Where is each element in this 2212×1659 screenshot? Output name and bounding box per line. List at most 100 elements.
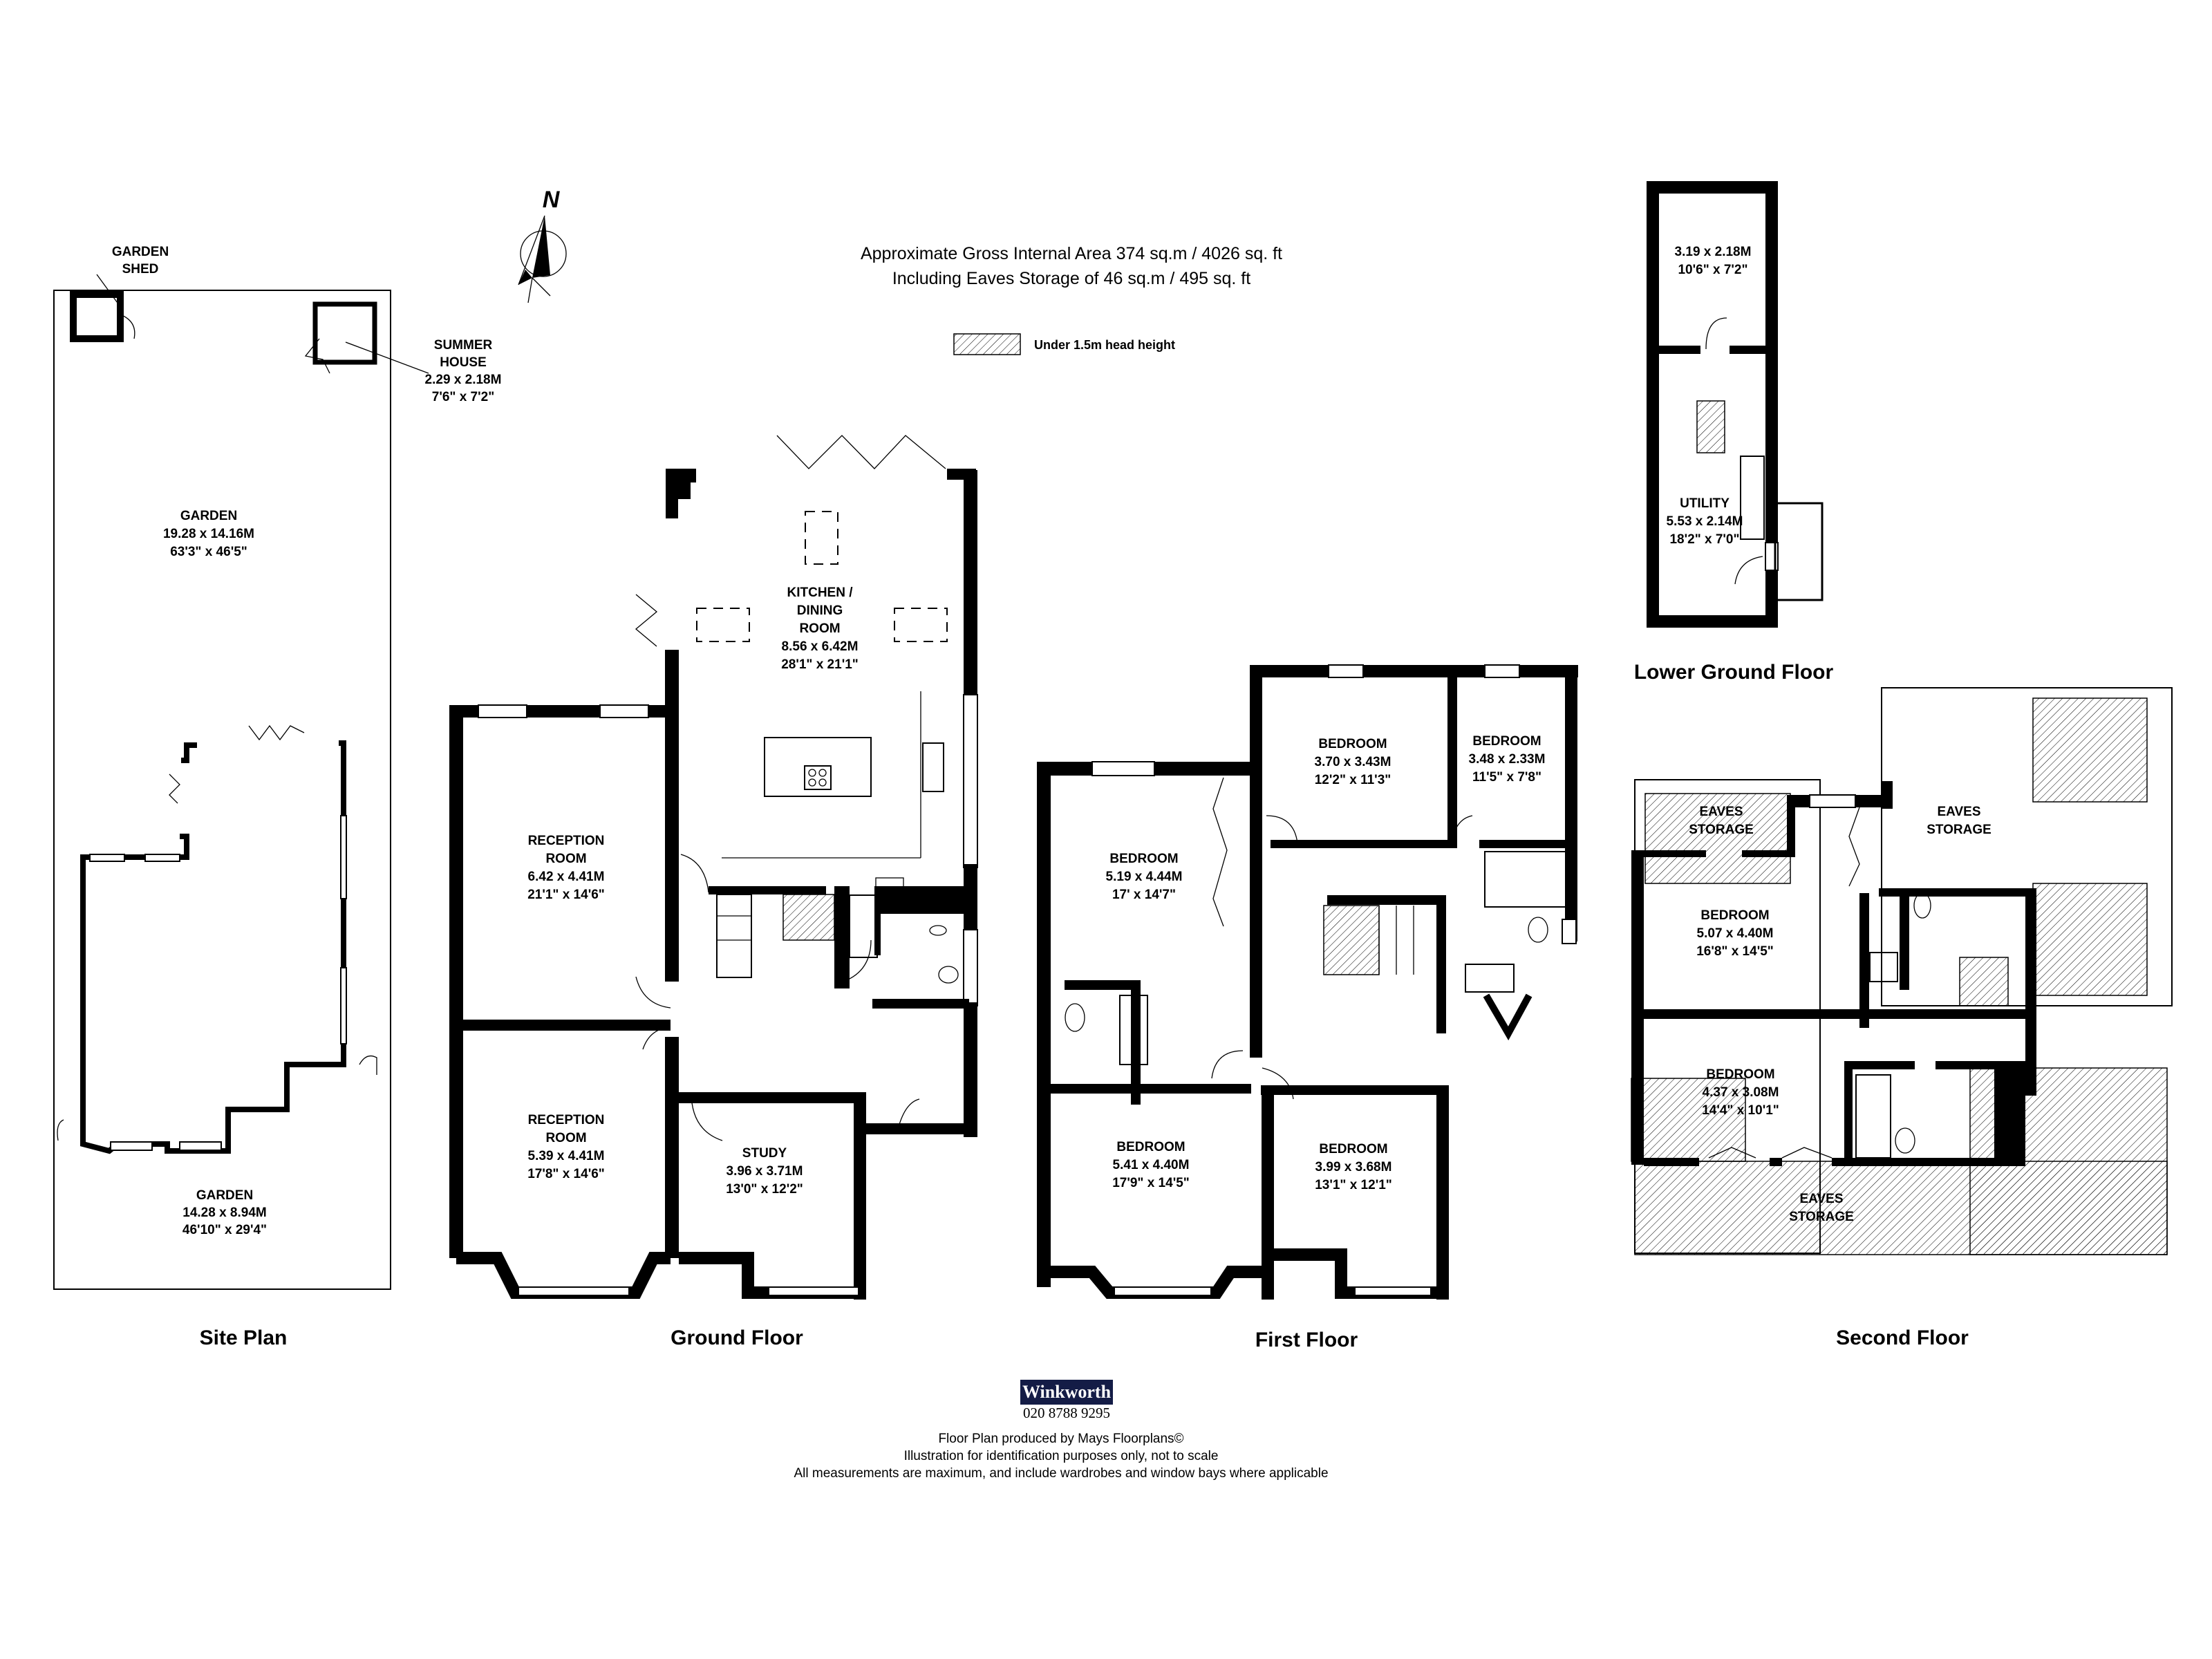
winkworth-logo: Winkworth bbox=[1020, 1380, 1113, 1405]
svg-text:ROOM: ROOM bbox=[799, 621, 840, 636]
svg-text:3.19 x 2.18M: 3.19 x 2.18M bbox=[1675, 245, 1752, 259]
svg-text:18'2" x 7'0": 18'2" x 7'0" bbox=[1669, 532, 1739, 547]
svg-text:6.42 x 4.41M: 6.42 x 4.41M bbox=[528, 870, 605, 884]
svg-text:21'1" x 14'6": 21'1" x 14'6" bbox=[527, 888, 605, 902]
north-arrow-icon: N bbox=[518, 187, 567, 303]
legend: Under 1.5m head height bbox=[953, 333, 1175, 355]
svg-text:BEDROOM: BEDROOM bbox=[1319, 1142, 1387, 1156]
svg-text:STORAGE: STORAGE bbox=[1789, 1210, 1854, 1224]
svg-text:GARDEN: GARDEN bbox=[196, 1188, 253, 1203]
agent-phone: 020 8788 9295 bbox=[1023, 1405, 1110, 1421]
hatch-swatch-icon bbox=[953, 333, 1021, 355]
site-plan: GARDEN SHED SUMMER HOUSE 2.29 x 2.18M 7'… bbox=[53, 245, 502, 1349]
svg-text:17' x 14'7": 17' x 14'7" bbox=[1112, 888, 1176, 902]
svg-text:STORAGE: STORAGE bbox=[1927, 823, 1991, 837]
lower-ground-floor-title: Lower Ground Floor bbox=[1634, 661, 1834, 684]
svg-text:28'1" x 21'1": 28'1" x 21'1" bbox=[781, 657, 859, 672]
second-floor-plan: EAVES STORAGE EAVES STORAGE BEDROOM 5.07… bbox=[1631, 687, 2173, 1349]
svg-text:EAVES: EAVES bbox=[1799, 1192, 1843, 1206]
svg-text:14.28 x 8.94M: 14.28 x 8.94M bbox=[182, 1206, 266, 1220]
svg-text:3.99 x 3.68M: 3.99 x 3.68M bbox=[1315, 1160, 1392, 1174]
toilet-icon bbox=[1895, 1127, 1915, 1154]
svg-text:BEDROOM: BEDROOM bbox=[1318, 737, 1387, 751]
skylight bbox=[805, 511, 838, 565]
staircase bbox=[716, 894, 752, 978]
ground-floor-title: Ground Floor bbox=[671, 1327, 803, 1349]
svg-text:KITCHEN /: KITCHEN / bbox=[787, 585, 854, 600]
svg-text:UTILITY: UTILITY bbox=[1680, 496, 1730, 511]
svg-text:BEDROOM: BEDROOM bbox=[1116, 1140, 1185, 1154]
kitchen-island bbox=[764, 737, 872, 797]
svg-text:SHED: SHED bbox=[122, 262, 159, 276]
svg-text:5.39 x 4.41M: 5.39 x 4.41M bbox=[528, 1149, 605, 1163]
svg-text:8.56 x 6.42M: 8.56 x 6.42M bbox=[782, 639, 859, 654]
svg-text:BEDROOM: BEDROOM bbox=[1700, 908, 1769, 923]
svg-text:ROOM: ROOM bbox=[545, 852, 586, 866]
svg-text:46'10" x 29'4": 46'10" x 29'4" bbox=[182, 1223, 267, 1237]
lower-ground-floor-plan: 3.19 x 2.18M 10'6" x 7'2" UTILITY 5.53 x… bbox=[1634, 181, 1834, 684]
svg-text:RECEPTION: RECEPTION bbox=[528, 834, 605, 848]
svg-text:Floor Plan produced by Mays Fl: Floor Plan produced by Mays Floorplans© bbox=[938, 1432, 1183, 1446]
svg-text:10'6" x 7'2": 10'6" x 7'2" bbox=[1678, 263, 1747, 277]
svg-text:11'5" x 7'8": 11'5" x 7'8" bbox=[1472, 770, 1541, 785]
bathtub-icon bbox=[1465, 964, 1515, 993]
toilet-icon bbox=[938, 966, 959, 984]
toilet-icon bbox=[1528, 917, 1548, 943]
svg-text:12'2" x 11'3": 12'2" x 11'3" bbox=[1315, 773, 1391, 787]
second-floor-title: Second Floor bbox=[1836, 1327, 1969, 1349]
skylight bbox=[894, 608, 948, 642]
svg-text:Illustration for identificatio: Illustration for identification purposes… bbox=[904, 1449, 1219, 1463]
svg-text:63'3" x 46'5": 63'3" x 46'5" bbox=[170, 545, 247, 559]
north-label: N bbox=[543, 187, 561, 213]
svg-text:19.28 x 14.16M: 19.28 x 14.16M bbox=[163, 527, 254, 541]
wc-basin-icon bbox=[929, 925, 947, 936]
svg-text:RECEPTION: RECEPTION bbox=[528, 1113, 605, 1127]
svg-text:All measurements are maximum,: All measurements are maximum, and includ… bbox=[794, 1466, 1328, 1481]
svg-text:GARDEN: GARDEN bbox=[112, 245, 169, 259]
svg-text:17'8" x 14'6": 17'8" x 14'6" bbox=[527, 1167, 605, 1181]
area-header: Approximate Gross Internal Area 374 sq.m… bbox=[861, 244, 1282, 288]
svg-text:BEDROOM: BEDROOM bbox=[1109, 852, 1178, 866]
svg-text:EAVES: EAVES bbox=[1699, 805, 1743, 819]
svg-text:BEDROOM: BEDROOM bbox=[1706, 1067, 1774, 1082]
svg-text:STUDY: STUDY bbox=[742, 1146, 787, 1161]
svg-text:DINING: DINING bbox=[797, 603, 843, 618]
svg-text:EAVES: EAVES bbox=[1937, 805, 1980, 819]
svg-text:2.29 x 2.18M: 2.29 x 2.18M bbox=[425, 373, 502, 387]
svg-text:3.70 x 3.43M: 3.70 x 3.43M bbox=[1315, 755, 1391, 769]
svg-text:GARDEN: GARDEN bbox=[180, 509, 237, 523]
bathtub-icon bbox=[1855, 1074, 1891, 1159]
hob-icon bbox=[804, 765, 832, 790]
skylight bbox=[696, 608, 750, 642]
svg-text:4.37 x 3.08M: 4.37 x 3.08M bbox=[1703, 1085, 1779, 1100]
toilet-icon bbox=[1065, 1003, 1085, 1032]
gross-area-text: Approximate Gross Internal Area 374 sq.m… bbox=[861, 244, 1282, 263]
ground-floor-plan: KITCHEN / DINING ROOM 8.56 x 6.42M 28'1"… bbox=[449, 435, 978, 1349]
first-floor-title: First Floor bbox=[1255, 1329, 1358, 1351]
svg-text:13'1" x 12'1": 13'1" x 12'1" bbox=[1315, 1178, 1392, 1192]
toilet-icon bbox=[1913, 892, 1931, 919]
svg-text:5.53 x 2.14M: 5.53 x 2.14M bbox=[1667, 514, 1743, 529]
site-boundary bbox=[53, 290, 391, 1290]
svg-text:13'0" x 12'2": 13'0" x 12'2" bbox=[726, 1182, 803, 1197]
svg-text:7'6" x 7'2": 7'6" x 7'2" bbox=[432, 390, 494, 404]
svg-text:5.41 x 4.40M: 5.41 x 4.40M bbox=[1113, 1158, 1190, 1172]
eaves-area-text: Including Eaves Storage of 46 sq.m / 495… bbox=[892, 269, 1250, 288]
svg-text:HOUSE: HOUSE bbox=[440, 355, 487, 370]
svg-text:3.96 x 3.71M: 3.96 x 3.71M bbox=[727, 1164, 803, 1179]
svg-text:14'4" x 10'1": 14'4" x 10'1" bbox=[1702, 1103, 1779, 1118]
summer-house bbox=[312, 301, 377, 365]
svg-text:16'8" x 14'5": 16'8" x 14'5" bbox=[1696, 944, 1774, 959]
shower-icon bbox=[1869, 952, 1898, 982]
site-plan-title: Site Plan bbox=[200, 1327, 288, 1349]
svg-text:17'9" x 14'5": 17'9" x 14'5" bbox=[1112, 1176, 1190, 1190]
kitchen-sink-icon bbox=[922, 742, 944, 792]
svg-text:3.48 x 2.33M: 3.48 x 2.33M bbox=[1469, 752, 1546, 767]
svg-text:STORAGE: STORAGE bbox=[1689, 823, 1754, 837]
svg-text:SUMMER: SUMMER bbox=[434, 338, 493, 353]
svg-text:5.19 x 4.44M: 5.19 x 4.44M bbox=[1106, 870, 1183, 884]
legend-label: Under 1.5m head height bbox=[1034, 338, 1175, 352]
house-footprint bbox=[80, 740, 346, 1154]
svg-text:BEDROOM: BEDROOM bbox=[1472, 734, 1541, 749]
